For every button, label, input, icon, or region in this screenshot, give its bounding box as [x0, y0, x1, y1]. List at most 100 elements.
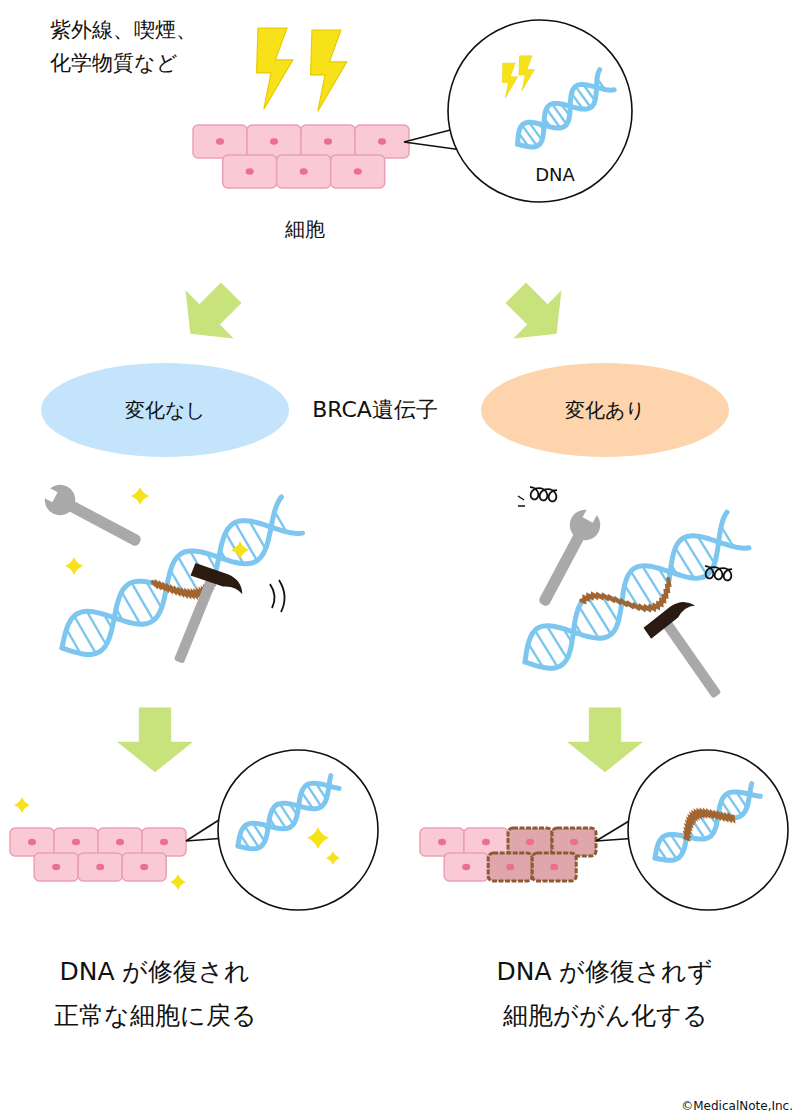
arrow-right	[492, 269, 581, 358]
arrow-down-left-part	[117, 708, 193, 773]
normal-cells-part	[98, 828, 142, 856]
repair-illustration-part	[131, 487, 149, 505]
cell-group-part	[354, 168, 362, 175]
failed-repair-illustration-part-part	[642, 595, 696, 639]
node-text: DNA	[535, 164, 575, 185]
repair-illustration-part	[65, 557, 83, 575]
normal-cells-part	[160, 839, 168, 846]
cancer-cells-part	[532, 853, 576, 881]
arrow-right-part	[492, 269, 581, 358]
arrow-down-right	[567, 708, 643, 773]
normal-cells-part	[218, 750, 378, 910]
normal-cells-part	[72, 839, 80, 846]
failed-repair-illustration-part	[518, 496, 525, 506]
cancer-cells	[420, 750, 788, 910]
cancer-cells-part	[685, 812, 733, 839]
repair-illustration-part	[231, 541, 249, 559]
cancer-cells-part	[488, 853, 532, 881]
normal-cells-part	[34, 853, 78, 881]
cell-group-part	[216, 138, 224, 145]
speech-bubble-outline	[448, 20, 632, 202]
ellipse-change: 変化あり	[480, 362, 730, 458]
cell-group	[193, 125, 409, 188]
exposure-illustration-part	[311, 30, 347, 111]
cell-group-part	[301, 125, 355, 158]
bubble-dna-part	[519, 56, 535, 91]
cancer-cells-part	[550, 864, 558, 871]
normal-cells-part	[14, 797, 30, 813]
failed-repair-illustration-part	[530, 487, 557, 501]
normal-cells-part	[326, 851, 340, 865]
cancer-cells-part	[438, 839, 446, 846]
failed-repair-illustration-part	[705, 566, 732, 580]
failed-repair-illustration-part-part	[661, 619, 721, 699]
exposure-illustration-part	[257, 28, 293, 109]
cancer-cells-part	[526, 839, 534, 846]
repair-illustration-part-part	[39, 479, 80, 520]
cell-group-part	[193, 125, 247, 158]
normal-cells-part	[52, 864, 60, 871]
result-caption: DNA が修復され 正常な細胞に戻る	[30, 950, 280, 1038]
cancer-cells-part	[628, 750, 788, 910]
arrow-down-left	[117, 708, 193, 773]
copyright: ©MedicalNote,Inc.	[580, 1099, 793, 1113]
normal-cells	[10, 750, 378, 910]
cell-group-part	[324, 138, 332, 145]
bubble-dna-part	[518, 70, 600, 147]
gene-label: BRCA遺伝子	[290, 396, 460, 425]
failed-repair-illustration	[518, 487, 749, 708]
bubble-dna-part	[522, 125, 537, 146]
normal-cells-part	[96, 864, 104, 871]
cancer-cells-part	[570, 839, 578, 846]
bubble-dna-part	[576, 86, 591, 107]
normal-cells-part	[28, 839, 36, 846]
cancer-cells-part	[482, 839, 490, 846]
arrow-left	[166, 269, 255, 358]
repair-illustration-part	[62, 497, 282, 648]
cell-group-part	[355, 125, 409, 158]
node-text: 変化あり	[565, 397, 645, 424]
cell-group-part	[277, 155, 331, 188]
cell-label: 細胞	[255, 216, 355, 242]
cell-group-part	[378, 138, 386, 145]
repair-illustration-part	[36, 478, 147, 556]
repair-illustration-part-part	[174, 576, 217, 664]
ellipse-no-change: 変化なし	[40, 362, 290, 458]
bubble-dna-part	[518, 84, 615, 144]
repair-illustration-part-part	[190, 561, 247, 596]
cancer-cells-part	[462, 864, 470, 871]
cell-group-part	[246, 168, 254, 175]
failed-repair-illustration-part	[642, 595, 744, 708]
normal-cells-part	[78, 853, 122, 881]
cause-label: 紫外線、喫煙、 化学物質など	[50, 14, 222, 79]
normal-cells-part	[307, 827, 329, 849]
cancer-cells-part	[655, 792, 760, 858]
repair-illustration-part	[270, 580, 285, 612]
cell-group-part	[300, 168, 308, 175]
normal-cells-part	[140, 864, 148, 871]
normal-cells-part	[238, 776, 331, 849]
repair-illustration-part	[159, 561, 247, 674]
bubble-dna-part	[502, 63, 518, 98]
cancer-cells-part	[444, 853, 488, 881]
ellipse-change-outline	[481, 363, 729, 457]
speech-bubble: DNA	[447, 19, 633, 203]
normal-cells-part	[116, 839, 124, 846]
node-text: 変化なし	[125, 397, 205, 424]
cancer-cells-part	[655, 784, 752, 861]
cell-group-part	[223, 155, 277, 188]
failed-repair-illustration-part	[525, 512, 727, 662]
result-caption: DNA が修復されず 細胞ががん化する	[472, 950, 738, 1038]
arrow-left-part	[166, 269, 255, 358]
failed-repair-illustration-part-part	[564, 504, 605, 545]
bubble-dna-illustration	[502, 56, 614, 147]
cancer-cells-part	[506, 864, 514, 871]
normal-cells-part	[170, 874, 186, 890]
exposure-illustration	[257, 28, 347, 111]
failed-repair-illustration-part	[684, 538, 707, 575]
cancer-cells-part	[420, 828, 464, 856]
